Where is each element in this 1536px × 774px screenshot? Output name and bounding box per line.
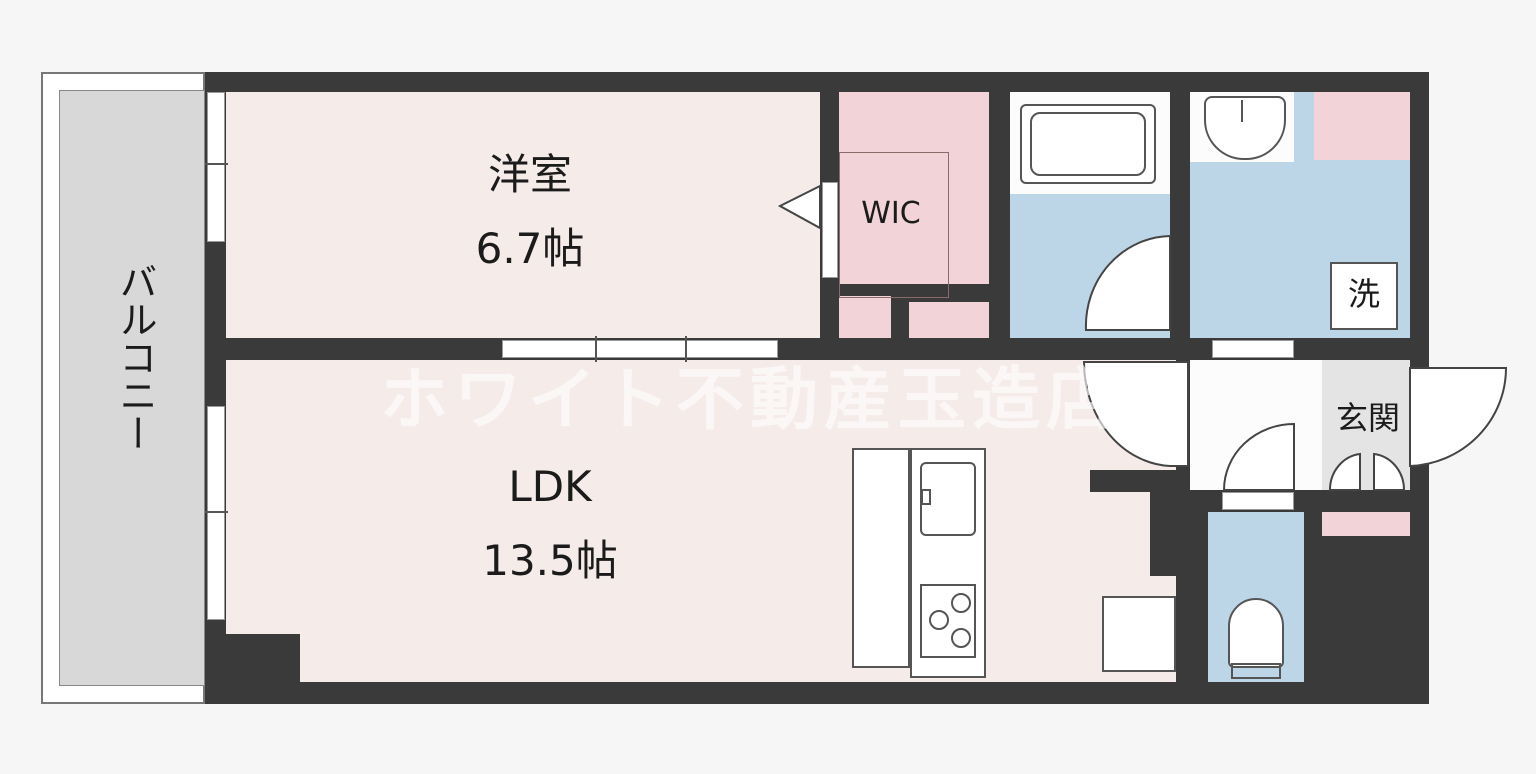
shoe-cabinet: [1322, 512, 1410, 536]
washroom-door[interactable]: [1212, 340, 1294, 358]
wic-room: [839, 92, 989, 284]
washroom-storage: [1314, 92, 1410, 160]
wic-shelf: [839, 152, 949, 298]
western-room-name: 洋室: [487, 150, 572, 199]
wic-lower: [839, 296, 891, 338]
balcony-floor: [59, 90, 205, 686]
balcony-label: バルコニー: [113, 262, 157, 452]
storage-closet: [909, 302, 989, 338]
wic-label: WIC: [861, 196, 921, 231]
ldk-room: [226, 360, 1176, 682]
western-room-size: 6.7帖: [475, 224, 585, 273]
entrance-label: 玄関: [1335, 399, 1400, 437]
ldk-name: LDK: [508, 462, 592, 511]
bathtub-inner: [1030, 112, 1146, 176]
wic-door[interactable]: [822, 182, 838, 278]
western-room: [226, 92, 820, 338]
sliding-door[interactable]: [502, 340, 778, 358]
western-window: [207, 92, 225, 242]
ldk-corner-wall: [226, 634, 300, 682]
ldk-column-wall: [1090, 470, 1190, 492]
washbasin: [1204, 96, 1286, 160]
ldk-size: 13.5帖: [482, 536, 618, 585]
fridge-space: [1102, 596, 1176, 672]
ldk-notch-wall: [1150, 490, 1190, 576]
washing-machine-box: [1330, 262, 1398, 330]
toilet-bowl: [1228, 598, 1284, 668]
kitchen-counter-side: [852, 448, 910, 668]
toilet-door[interactable]: [1222, 492, 1294, 510]
washer-label: 洗: [1347, 275, 1380, 313]
watermark: ホワイト不動産玉造店: [380, 361, 1121, 440]
